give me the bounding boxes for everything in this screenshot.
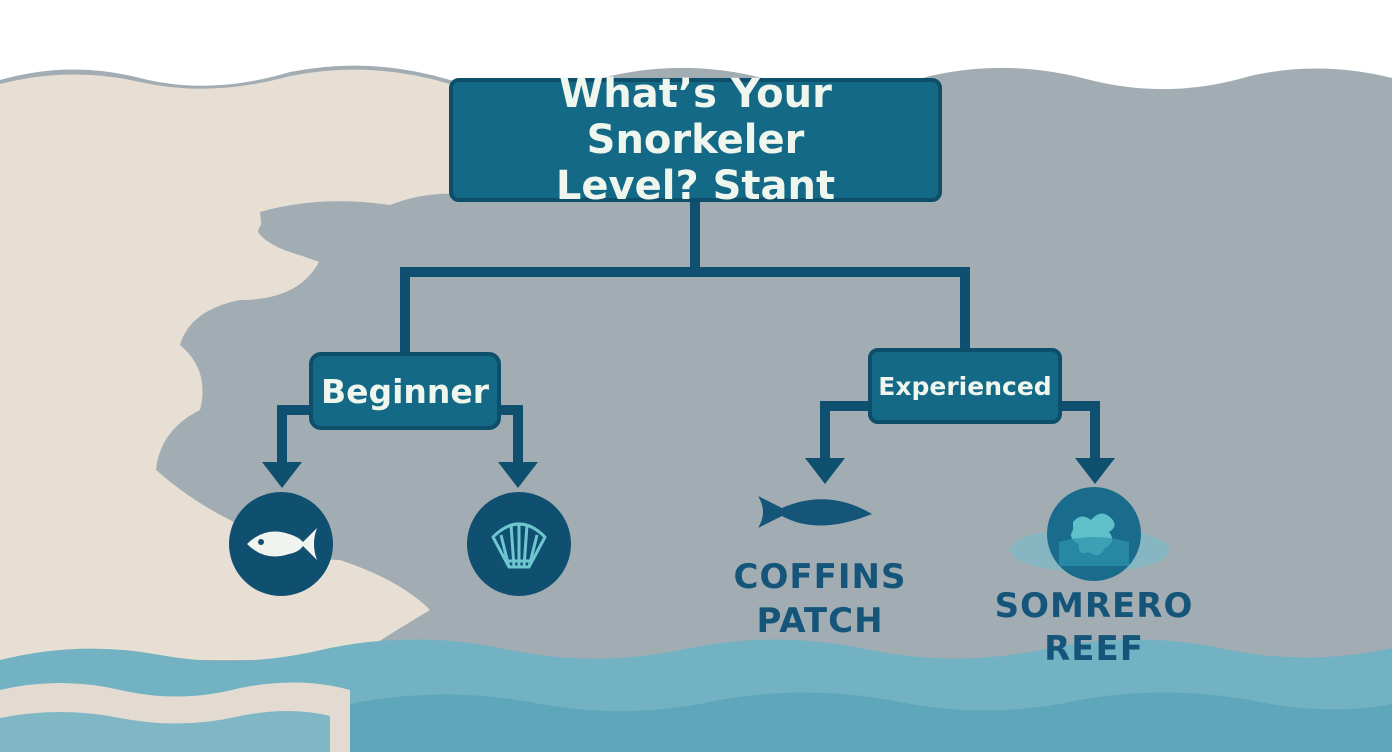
connector-lines <box>277 197 1100 473</box>
reef-island-icon <box>1059 513 1129 566</box>
beginner-node: Beginner <box>309 352 501 430</box>
arrowhead-coffins <box>805 458 845 484</box>
sombrero-reef-node <box>1047 487 1141 581</box>
coffins-fish-icon <box>758 496 872 528</box>
coffins-patch-label: COFFINS PATCH <box>733 557 907 641</box>
gray-splash <box>260 193 610 262</box>
sand-wave-2 <box>0 711 330 752</box>
fish-icon <box>247 528 317 560</box>
arrowhead-shell <box>498 462 538 488</box>
experienced-node: Experienced <box>868 348 1062 424</box>
arrowheads <box>262 458 1115 488</box>
beginner-fish-node <box>229 492 333 596</box>
beginner-shell-node <box>467 492 571 596</box>
connector-experienced-left <box>820 401 875 470</box>
shell-icon <box>491 522 547 569</box>
connector-experienced-right <box>1055 401 1100 470</box>
sand-area <box>0 69 450 661</box>
arrowhead-fish <box>262 462 302 488</box>
arrowhead-sombrero <box>1075 458 1115 484</box>
sombrero-reef-label: SOMRERO REEF <box>994 586 1194 669</box>
diagram-title: What’s Your Snorkeler Level? Stant <box>449 71 942 209</box>
connector-horizontal <box>400 267 970 359</box>
connector-beginner-right <box>493 405 523 473</box>
connector-beginner-left <box>277 405 317 473</box>
